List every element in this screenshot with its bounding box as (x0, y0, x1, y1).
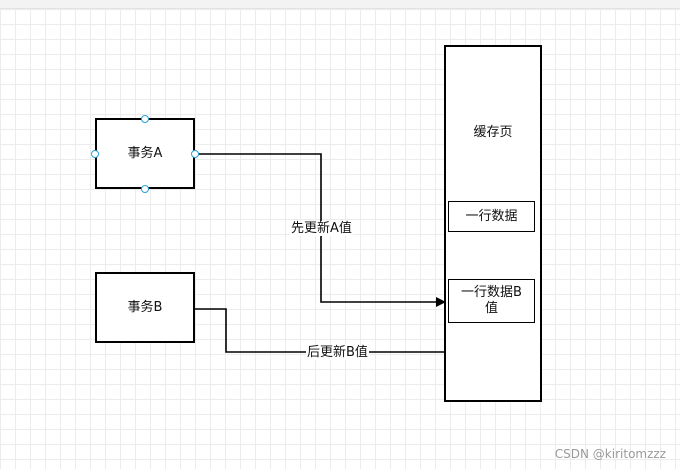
watermark: CSDN @kiritomzzz (554, 447, 666, 461)
edge-label-b-update: 后更新B值 (306, 345, 369, 360)
transaction-b-label: 事务B (127, 299, 163, 315)
row-data-b-node[interactable]: 一行数据B 值 (448, 279, 535, 323)
grid-canvas (0, 9, 680, 469)
transaction-b-node[interactable]: 事务B (95, 272, 195, 343)
selection-handle-left[interactable] (91, 150, 99, 158)
top-toolbar-strip (0, 0, 680, 9)
selection-handle-top[interactable] (141, 115, 149, 123)
cache-page-label: 缓存页 (473, 125, 513, 140)
transaction-a-label: 事务A (127, 145, 163, 161)
row-data-b-label: 一行数据B 值 (461, 285, 522, 316)
row-data-node[interactable]: 一行数据 (448, 201, 535, 232)
selection-handle-right[interactable] (191, 150, 199, 158)
edge-label-a-update: 先更新A值 (290, 221, 353, 236)
selection-handle-bottom[interactable] (141, 185, 149, 193)
row-data-label: 一行数据 (465, 208, 518, 224)
transaction-a-node[interactable]: 事务A (95, 118, 195, 189)
